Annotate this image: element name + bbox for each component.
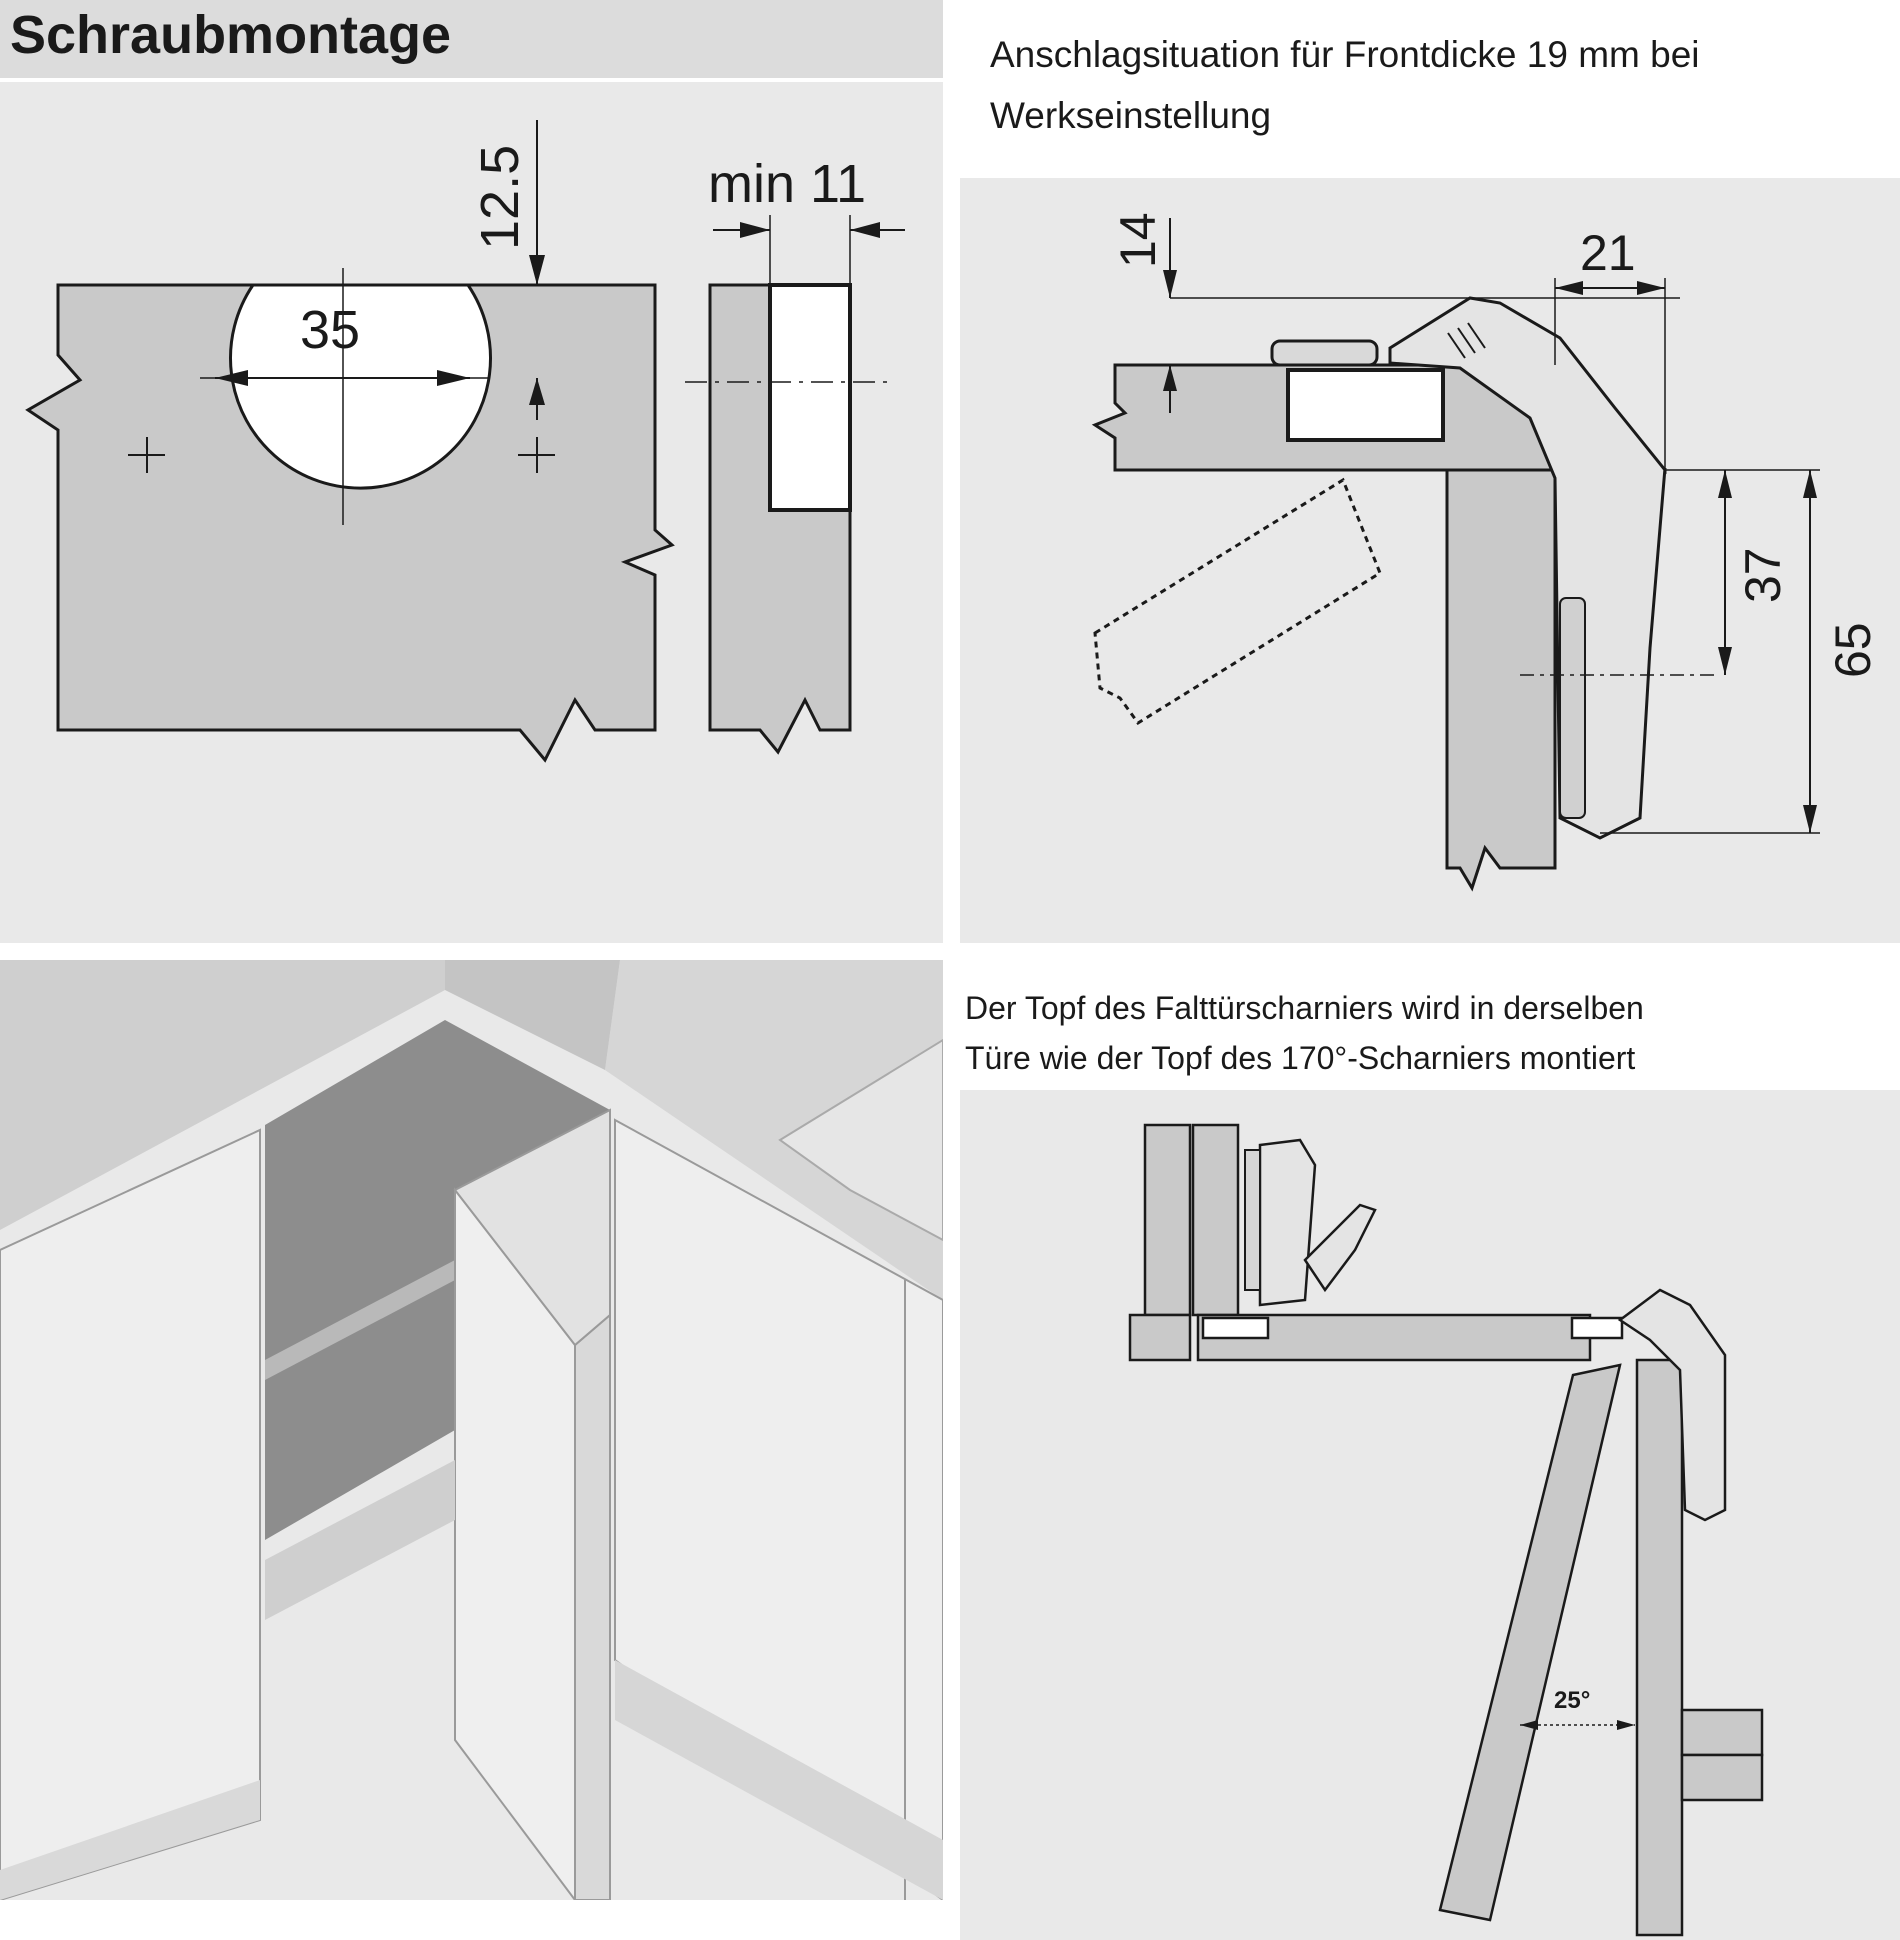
right-stub-2 (1680, 1753, 1764, 1802)
panel-folding-door-hinge: Der Topf des Falttürscharniers wird in d… (960, 960, 1900, 1940)
dim-14: 14 (1110, 212, 1166, 268)
panel-front-view (25, 283, 675, 763)
caption-line-1: Der Topf des Falttürscharniers wird in d… (965, 990, 1644, 1026)
title-bar: Schraubmontage (0, 0, 943, 82)
hinge-right (1617, 1288, 1727, 1522)
kitchen-corner-illustration (0, 960, 944, 1903)
cup-recess-side (768, 283, 852, 512)
dim-distance: 12.5 (470, 145, 530, 250)
hinge-stop-diagram: 14 21 37 65 (960, 178, 1900, 943)
dim-21: 21 (1580, 225, 1636, 281)
cabinet-left-front (0, 1128, 261, 1902)
drilling-diagram: 35 12.5 min 11 (25, 120, 905, 763)
door-open-outline (1093, 477, 1382, 726)
caption-line-2: Türe wie der Topf des 170°-Scharniers mo… (965, 1040, 1636, 1076)
angle-label: 25° (1554, 1687, 1590, 1714)
cup-right (1570, 1316, 1624, 1340)
panel-schraubmontage: Schraubmontage 35 12.5 (0, 0, 943, 943)
dim-37: 37 (1735, 547, 1791, 603)
mounting-plate (1270, 339, 1379, 367)
hinge-open-left (1258, 1138, 1317, 1307)
door-panel (1445, 468, 1557, 892)
panel-anschlagsituation: Anschlagsituation für Frontdicke 19 mm b… (960, 0, 1900, 943)
right-stub-1 (1680, 1708, 1764, 1757)
vertical-door (1635, 1358, 1684, 1937)
caption-line-1: Anschlagsituation für Frontdicke 19 mm b… (990, 34, 1700, 75)
dim-min-thickness: min 11 (708, 154, 866, 214)
folding-hinge-diagram: 25° (960, 1090, 1900, 1940)
dim-65: 65 (1825, 622, 1881, 678)
side-panel-1 (1143, 1123, 1192, 1317)
hinge-arm (1388, 296, 1667, 840)
left-stub (1128, 1313, 1192, 1362)
countertop-right (605, 960, 943, 1300)
cup-hole (229, 283, 492, 490)
side-panel-2 (1191, 1123, 1240, 1317)
panel-kitchen-corner (0, 960, 944, 1903)
countertop-left (0, 960, 445, 1230)
cup-left (1201, 1316, 1270, 1340)
section-title: Schraubmontage (10, 5, 452, 65)
dim-cup-diameter: 35 (300, 300, 360, 360)
folding-door-outer (574, 1312, 611, 1901)
hinge-cup (1286, 368, 1445, 442)
caption-line-2: Werkseinstellung (990, 95, 1272, 136)
angled-door (1438, 1363, 1622, 1922)
